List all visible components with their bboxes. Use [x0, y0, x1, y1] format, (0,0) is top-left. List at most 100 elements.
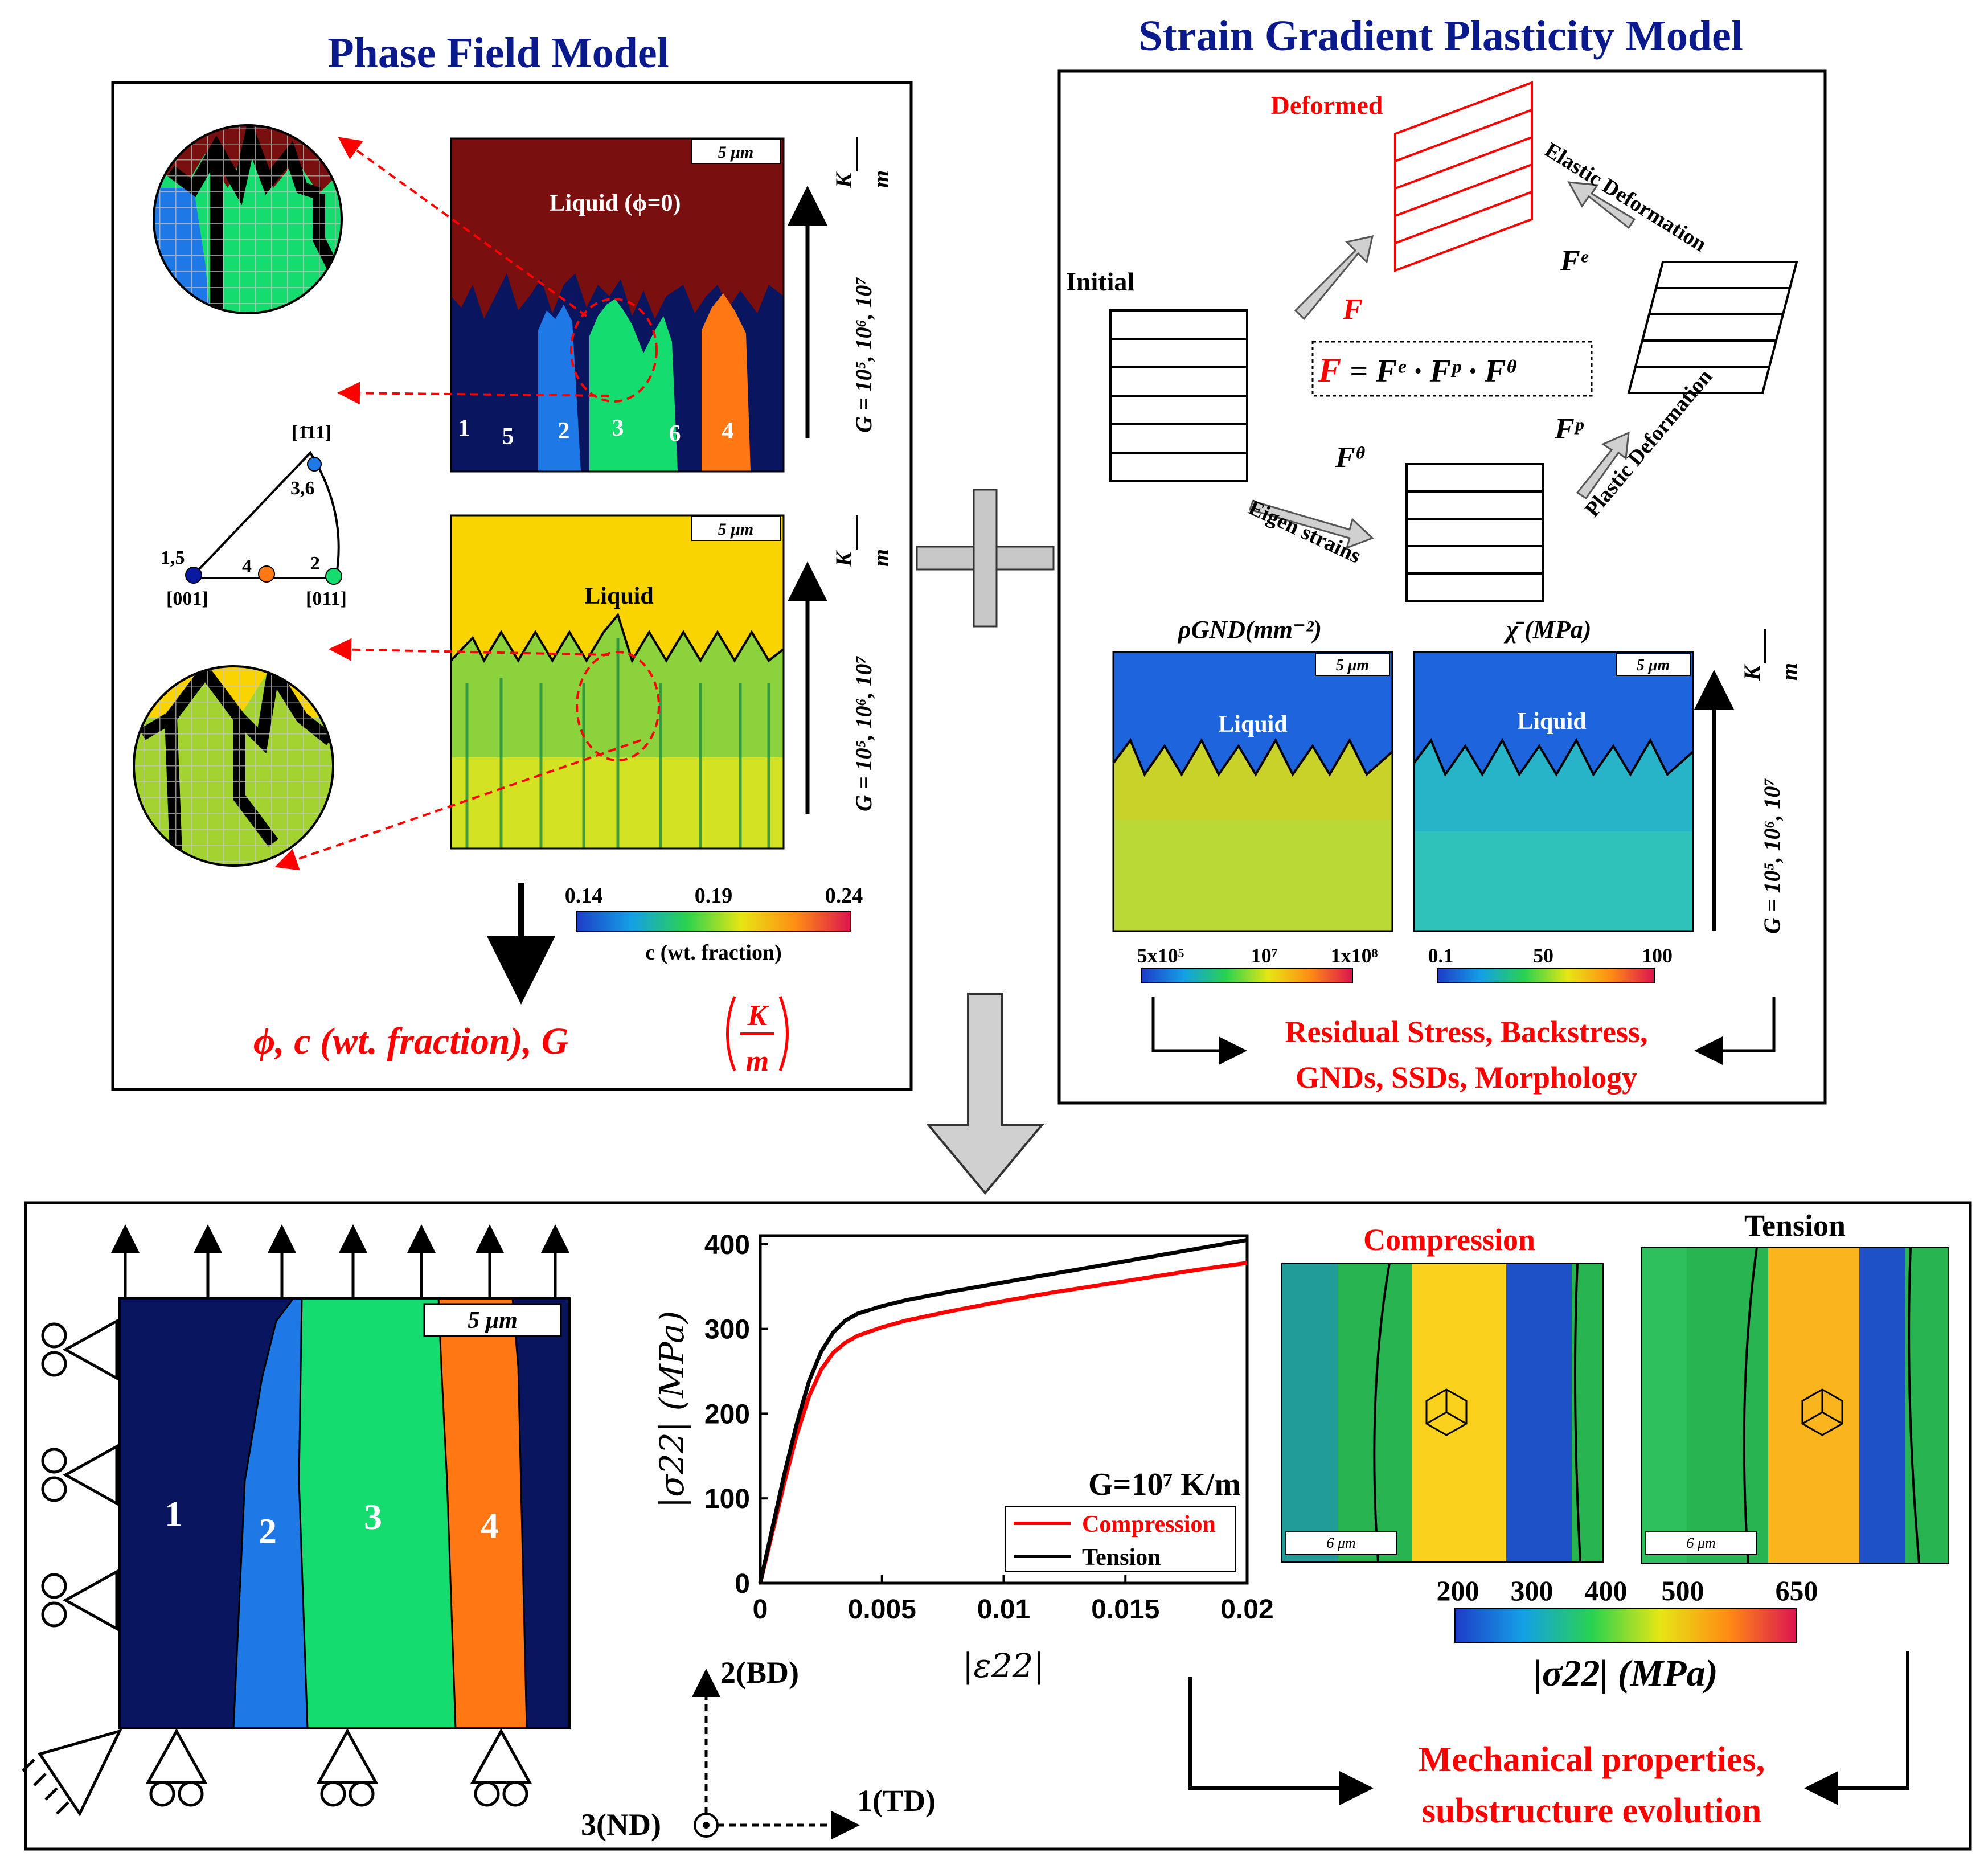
- initial-lattice: [1109, 309, 1248, 482]
- cb-label: c (wt. fraction): [645, 941, 782, 965]
- ipf-label-3-6: 3,6: [290, 478, 315, 499]
- zoom-ellipse-1: [570, 298, 658, 403]
- compression-map-panel: Compression 6 μm: [1281, 1223, 1604, 1563]
- stress-cb-tick: 650: [1776, 1575, 1818, 1606]
- phase-map-border: [450, 137, 785, 473]
- deformed-label: Deformed: [1271, 91, 1383, 120]
- sgp-frame: [1057, 69, 1827, 1105]
- gnd-cb-tick: 10⁷: [1251, 944, 1278, 967]
- zoom-ellipse-2: [576, 651, 660, 761]
- arrow-Fe: [1567, 181, 1636, 229]
- ipf-point-4: [258, 565, 275, 583]
- legend-tension-label: Tension: [1082, 1544, 1161, 1571]
- gradient-unit: m: [868, 170, 893, 188]
- ipf-triangle: [1̄11] [001] [011] 3,6 1,5 4 2: [161, 422, 347, 609]
- stress-cb-label: |σ22| (MPa): [1534, 1653, 1718, 1694]
- cb-tick: 0.24: [825, 884, 863, 908]
- conc-map-scale: 5 μm: [718, 520, 754, 539]
- gnd-cb-tick: 5x10⁵: [1137, 944, 1184, 967]
- phase-field-panel: Phase Field Model 5 μm Liquid (ϕ=0) 1 5 …: [111, 29, 913, 1091]
- ipf-label-1-5: 1,5: [161, 547, 185, 568]
- gradient-label-1: G = 10⁵, 10⁶, 10⁷: [851, 277, 876, 433]
- backstress-map: 5 μm Liquid: [1413, 651, 1694, 932]
- bottom-frame: [24, 1201, 1972, 1851]
- backstress-liquid-label: Liquid: [1517, 708, 1586, 735]
- gradient-unit-sgp: m: [1776, 663, 1802, 681]
- bottom-output-2: substructure evolution: [1422, 1792, 1762, 1830]
- ipf-point-3-6: [307, 457, 322, 472]
- gradient-unit: m: [868, 549, 893, 567]
- concentration-map: 5 μm Liquid: [450, 514, 785, 850]
- chart-title: G=10⁷ K/m: [1088, 1467, 1241, 1502]
- grain-label: 6: [669, 421, 681, 447]
- sgp-panel: Strain Gradient Plasticity Model Deforme…: [1057, 12, 1827, 1105]
- bs-cb-tick: 0.1: [1428, 944, 1454, 967]
- ipf-label-2: 2: [310, 553, 320, 574]
- hexagon-icon: [1801, 1388, 1843, 1436]
- y-tick-label: 100: [704, 1484, 750, 1514]
- equation-rhs: = Fᵉ · Fᵖ · Fᶿ: [1350, 354, 1516, 389]
- ipf-label-right: [011]: [306, 588, 347, 609]
- arrow-F: [1294, 235, 1374, 321]
- equation-box: [1311, 341, 1593, 397]
- big-down-arrow: [925, 993, 1045, 1195]
- bc-scale: 5 μm: [468, 1308, 518, 1334]
- axis-nd-label: 3(ND): [581, 1807, 661, 1842]
- grain-green: [589, 299, 678, 472]
- phase-map: 5 μm Liquid (ϕ=0): [450, 137, 785, 473]
- liquid-label-1: Liquid (ϕ=0): [549, 190, 681, 216]
- axis-td-label: 1(TD): [857, 1784, 936, 1818]
- phase-map-scale: 5 μm: [718, 143, 754, 162]
- zoom-circle-1: [154, 125, 342, 313]
- liquid-label-2: Liquid: [584, 583, 653, 609]
- bc-grain-label: 2: [259, 1511, 277, 1551]
- bc-grain-label: 3: [364, 1497, 382, 1537]
- ipf-point-2: [325, 568, 342, 585]
- bottom-output-1: Mechanical properties,: [1419, 1740, 1765, 1779]
- compression-title: Compression: [1363, 1223, 1535, 1257]
- arrow-Fp: [1576, 431, 1630, 500]
- y-tick-label: 0: [735, 1569, 750, 1599]
- stress-cb-tick: 500: [1662, 1575, 1704, 1606]
- bc-grain-label: 4: [481, 1505, 499, 1546]
- gradient-unit: K: [831, 550, 856, 567]
- ipf-label-left: [001]: [166, 588, 208, 609]
- chart-plot-area: [759, 1234, 1249, 1585]
- bs-cb-tick: 50: [1533, 944, 1553, 967]
- tension-title: Tension: [1744, 1208, 1846, 1243]
- backstress-colorbar: [1437, 968, 1655, 983]
- axis-bd-label: 2(BD): [720, 1655, 799, 1690]
- grain-label: 4: [722, 418, 734, 444]
- sgp-title: Strain Gradient Plasticity Model: [1138, 12, 1743, 60]
- gradient-label-2: G = 10⁵, 10⁶, 10⁷: [851, 656, 876, 811]
- y-tick-label: 400: [704, 1230, 750, 1260]
- tension-map-panel: Tension 6 μm: [1641, 1208, 1949, 1564]
- zoom-circle-2: [134, 666, 333, 866]
- x-tick-label: 0.015: [1091, 1595, 1159, 1625]
- output-unit-num: K: [747, 999, 769, 1032]
- y-tick-label: 300: [704, 1315, 750, 1345]
- ipf-point-1-5: [185, 567, 202, 584]
- eigen-lattice: [1405, 463, 1544, 602]
- grain-label: 2: [558, 418, 570, 444]
- elastic-label: Elastic Deformation: [1540, 138, 1711, 256]
- boundary-model: 5 μm 1 2 3 4: [22, 1224, 571, 1817]
- cb-tick: 0.14: [565, 884, 603, 908]
- F-label: F: [1342, 293, 1363, 326]
- series-line-compression: [758, 1261, 1248, 1584]
- x-tick-label: 0.01: [977, 1595, 1030, 1625]
- chart-xlabel: |ε22|: [962, 1646, 1044, 1685]
- grain-orange: [702, 293, 751, 472]
- chart-ylabel: |σ22| (MPa): [653, 1311, 691, 1509]
- bc-grain-2: [233, 1298, 308, 1728]
- gnd-cb-tick: 1x10⁸: [1331, 944, 1378, 967]
- compression-scale: 6 μm: [1326, 1535, 1355, 1551]
- x-tick-label: 0: [753, 1595, 768, 1625]
- gradient-unit-sgp: K: [1739, 664, 1765, 681]
- phase-field-frame: [111, 81, 913, 1091]
- plastic-label: Plastic Deformation: [1580, 365, 1717, 522]
- concentration-colorbar: 0.14 0.19 0.24 c (wt. fraction): [565, 884, 863, 965]
- stress-colorbar: 200 300 400 500 650 |σ22| (MPa): [1437, 1575, 1818, 1694]
